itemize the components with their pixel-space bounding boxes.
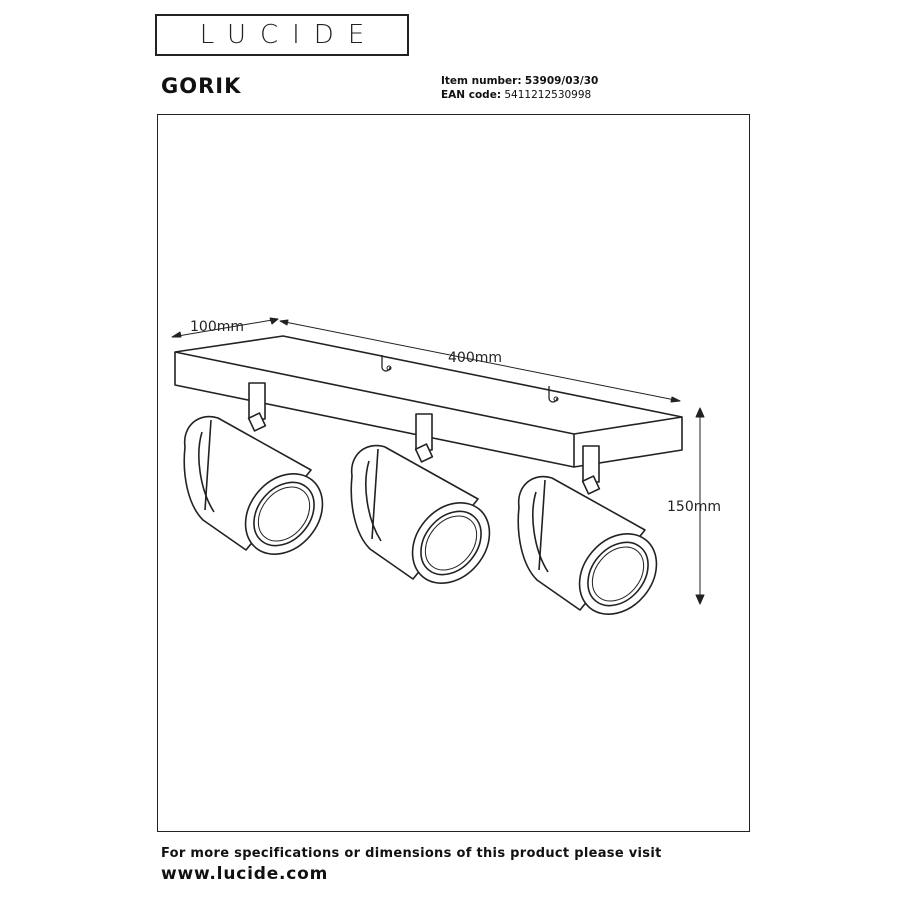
dimension-depth-label: 100mm (190, 319, 244, 335)
website-link[interactable]: www.lucide.com (161, 864, 329, 884)
item-number-value: 53909/03/30 (524, 75, 599, 87)
brand-logo: LUCIDE (155, 14, 409, 56)
spotlight-1 (183, 382, 324, 555)
drawing-frame (157, 114, 750, 832)
product-name: GORIK (161, 74, 242, 98)
base-plate (174, 335, 683, 468)
product-meta: Item number: 53909/03/30 EAN code: 54112… (441, 74, 598, 102)
dimension-height-label: 150mm (667, 499, 721, 515)
ean-value: 5411212530998 (504, 89, 592, 101)
footer-text: For more specifications or dimensions of… (161, 846, 662, 861)
spotlight-3 (517, 445, 658, 615)
dimension-lines (171, 317, 705, 605)
item-number-label: Item number: (441, 75, 522, 87)
item-number-row: Item number: 53909/03/30 (441, 74, 598, 88)
ean-row: EAN code: 5411212530998 (441, 88, 598, 102)
dimension-length-label: 400mm (448, 350, 502, 366)
spotlight-2 (350, 413, 491, 584)
ean-label: EAN code: (441, 89, 502, 101)
brand-logo-text: LUCIDE (199, 20, 379, 50)
